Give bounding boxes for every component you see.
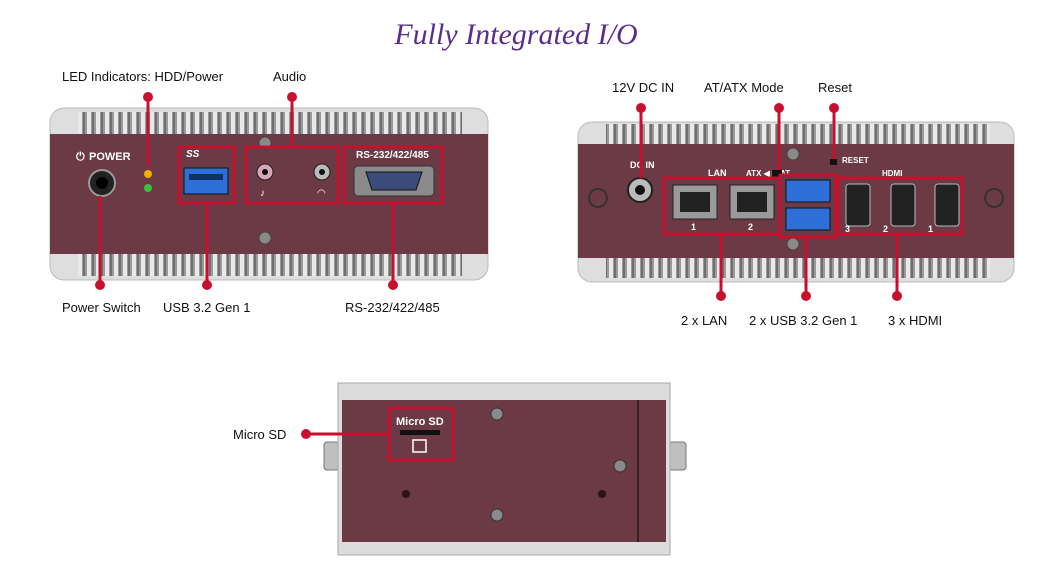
mic-jack-hole — [262, 169, 268, 175]
lan-port-number: 2 — [748, 222, 753, 232]
side-bolt-right — [667, 441, 687, 471]
hdmi-highlight-box — [836, 176, 964, 236]
usb-rear-highlight-box — [778, 173, 838, 239]
lan-port-socket — [737, 192, 767, 212]
front-usb-port — [183, 167, 229, 195]
hdmi-port-number: 2 — [883, 224, 888, 234]
hdmi-port-2 — [890, 183, 916, 227]
screw-icon — [490, 508, 504, 522]
hdmi-callout-dot — [892, 291, 902, 301]
rear-usb-port-1 — [785, 179, 831, 203]
hdmi-printed-label: HDMI — [882, 169, 902, 178]
side-panel: Micro SD — [301, 382, 687, 556]
hdmi-label: 3 x HDMI — [888, 313, 943, 328]
ss-printed-label: SS — [186, 149, 200, 160]
reset-button — [830, 159, 837, 165]
lan-label: 2 x LAN — [681, 313, 728, 328]
vent-hole-icon — [402, 490, 410, 498]
diagram-title: Fully Integrated I/O — [394, 18, 638, 51]
front-top-fins — [78, 112, 462, 134]
vent-hole-icon — [598, 490, 606, 498]
lan-port-number: 1 — [691, 222, 696, 232]
serial-port-db9 — [365, 171, 423, 191]
dc-in-callout-dot — [636, 103, 646, 113]
usb-contact — [189, 174, 223, 180]
power-switch-center — [96, 177, 108, 189]
lan-printed-label: LAN — [708, 168, 727, 178]
micro-sd-printed-label: Micro SD — [396, 416, 444, 428]
lan-port-socket — [680, 192, 710, 212]
power-callout-dot — [95, 280, 105, 290]
micro-sd-slot — [400, 430, 440, 435]
mount-hole-icon — [588, 188, 608, 208]
screw-icon — [613, 459, 627, 473]
usb-rear-callout-dot — [801, 291, 811, 301]
front-panel: ⏻ POWER SS ♪ ◠ RS-232/422/485 — [49, 92, 489, 290]
mount-hole-icon — [984, 188, 1004, 208]
reset-callout-dot — [829, 103, 839, 113]
micro-sd-callout-dot — [301, 429, 311, 439]
usb-callout-dot — [202, 280, 212, 290]
at-atx-callout-dot — [774, 103, 784, 113]
usb-rear-label: 2 x USB 3.2 Gen 1 — [749, 313, 858, 328]
screw-icon — [786, 237, 800, 251]
led-callout-dot — [143, 92, 153, 102]
screw-icon — [490, 407, 504, 421]
serial-callout-dot — [388, 280, 398, 290]
hdmi-port-number: 1 — [928, 224, 933, 234]
lan-callout-dot — [716, 291, 726, 301]
reset-printed-label: RESET — [842, 156, 869, 165]
power-printed-label: POWER — [89, 151, 131, 163]
side-panel-face — [342, 400, 666, 542]
line-out-jack-hole — [319, 169, 325, 175]
micro-sd-label: Micro SD — [233, 427, 287, 442]
hdmi-port-number: 3 — [845, 224, 850, 234]
dc-in-label: 12V DC IN — [612, 80, 675, 95]
hdd-led — [144, 170, 152, 178]
rear-usb-port-2 — [785, 207, 831, 231]
front-bottom-fins — [78, 254, 462, 276]
audio-callout-dot — [287, 92, 297, 102]
mic-icon: ♪ — [260, 188, 265, 199]
headphone-icon: ◠ — [317, 188, 326, 199]
audio-label: Audio — [273, 69, 307, 84]
at-atx-switch — [772, 170, 782, 177]
power-led — [144, 184, 152, 192]
hdmi-port-3 — [845, 183, 871, 227]
usb-front-label: USB 3.2 Gen 1 — [163, 300, 251, 315]
serial-label: RS-232/422/485 — [345, 300, 440, 315]
rear-bottom-fins — [606, 258, 990, 278]
dc-in-hole — [635, 185, 645, 195]
serial-printed-label: RS-232/422/485 — [356, 150, 429, 161]
sd-card-icon — [412, 439, 427, 453]
rear-panel: DC IN LAN ATX ◀ ▶ AT RESET HDMI 1 2 — [577, 103, 1015, 301]
at-atx-label: AT/ATX Mode — [704, 80, 784, 95]
hdmi-port-1 — [934, 183, 960, 227]
screw-icon — [258, 231, 272, 245]
power-switch-label: Power Switch — [62, 300, 141, 315]
power-symbol-icon: ⏻ — [76, 150, 85, 163]
atx-at-printed-label: ATX ◀ ▶ AT — [746, 169, 790, 178]
rear-top-fins — [606, 124, 990, 144]
led-indicators-label: LED Indicators: HDD/Power — [62, 69, 224, 84]
screw-icon — [786, 147, 800, 161]
reset-label: Reset — [818, 80, 852, 95]
